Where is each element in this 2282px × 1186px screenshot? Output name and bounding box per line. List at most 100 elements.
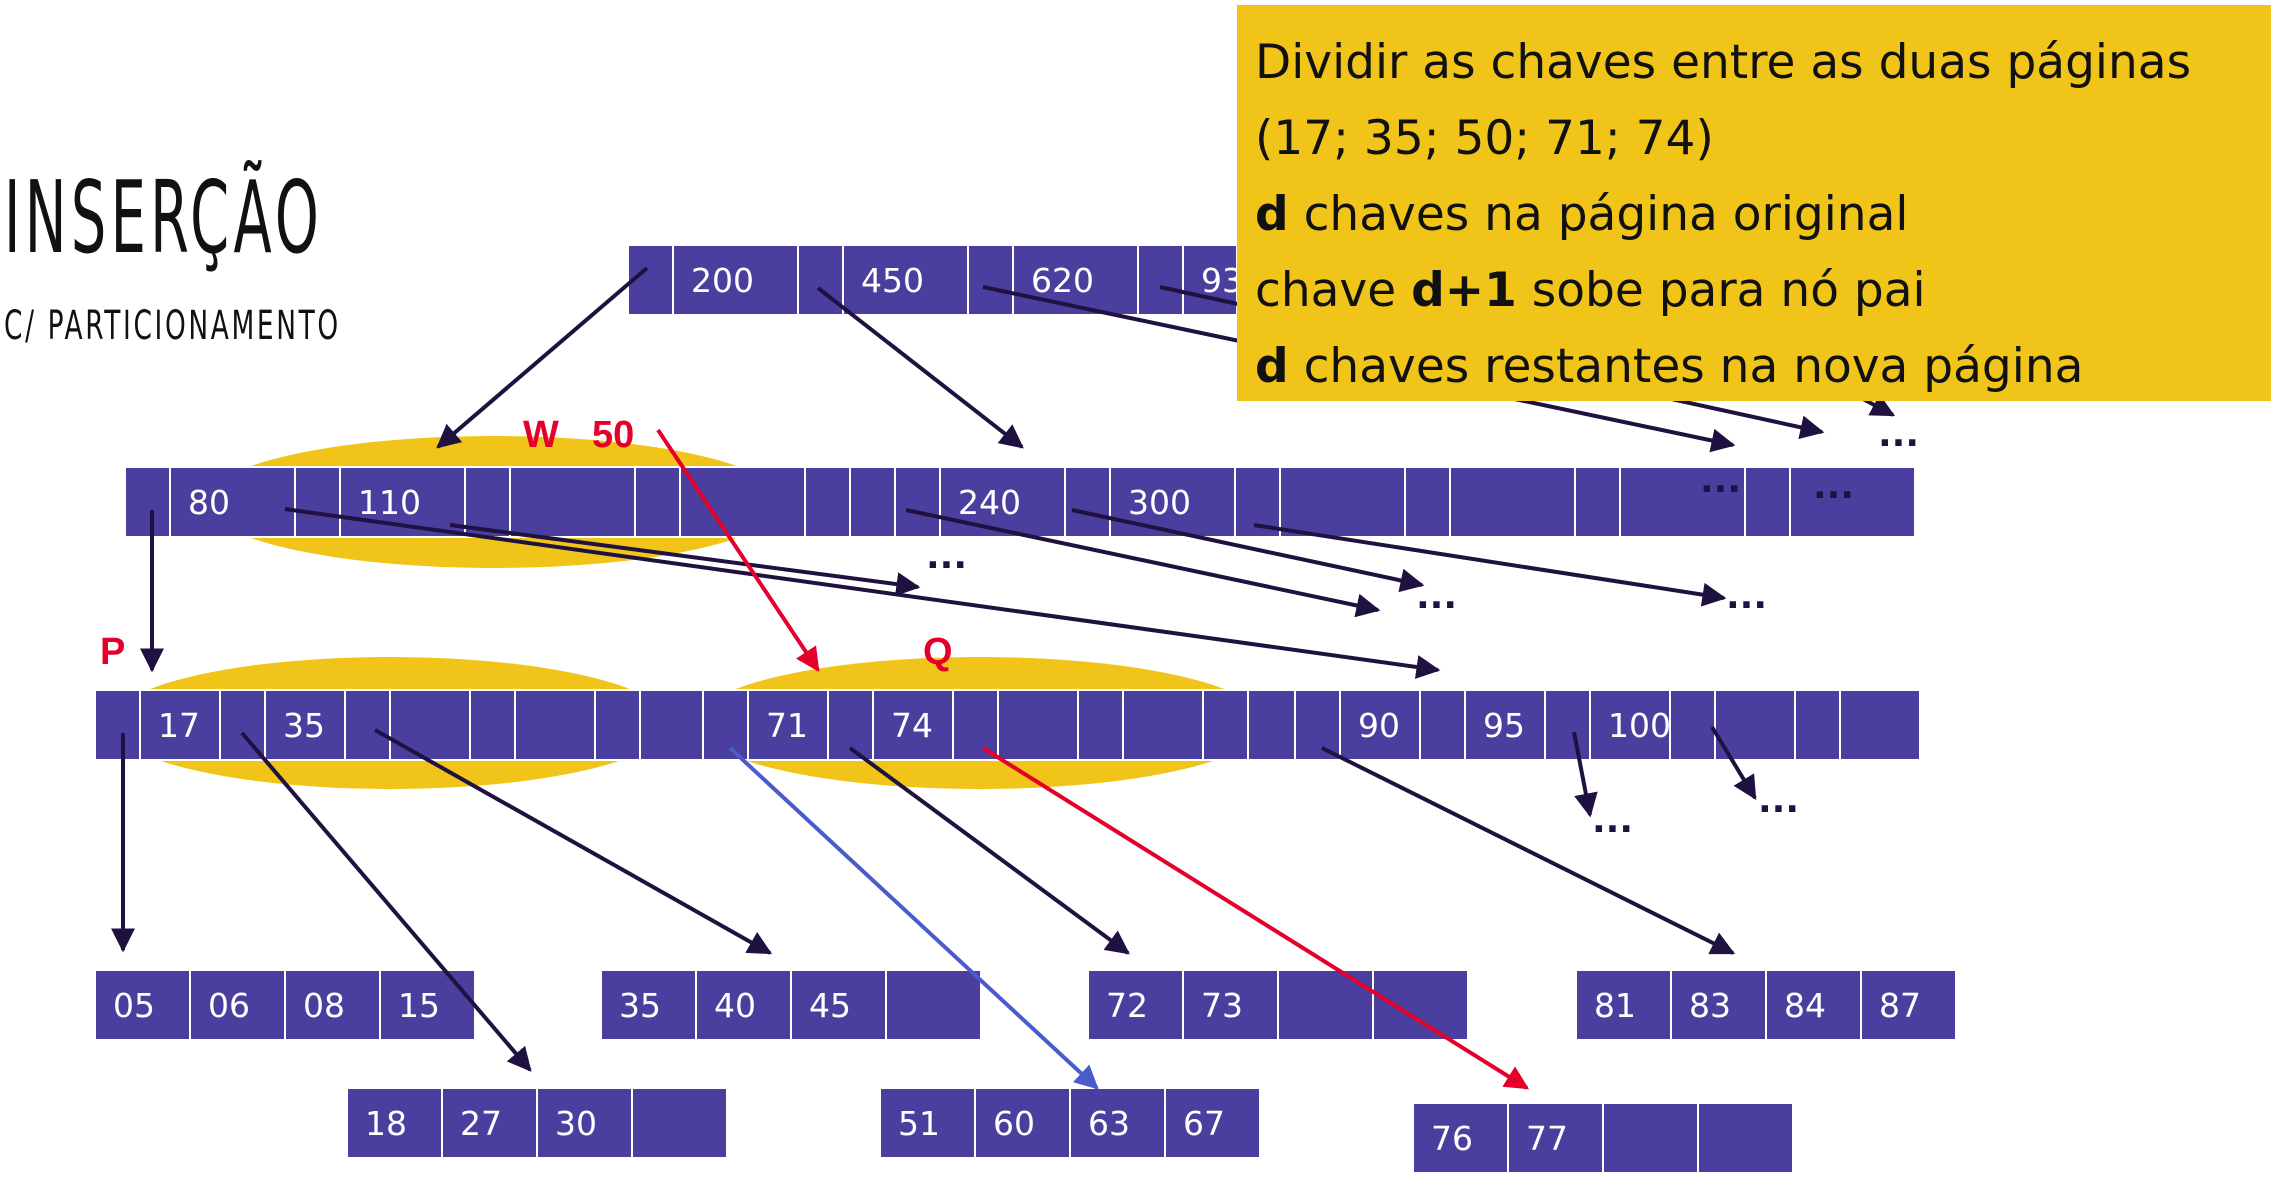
note-d-plus-1: d+1 [1411,263,1517,318]
arrow-root-to-w [436,266,649,449]
key-cell [264,689,346,761]
pointer-cell [967,244,1014,316]
key-label: 51 [898,1104,940,1143]
pointer-cell [1202,689,1249,761]
ellipsis-root-450: ... [1700,460,1741,501]
note-line-3: d chaves na página original [1255,177,2271,253]
pointer-cell [1137,244,1184,316]
key-label: 83 [1689,986,1731,1025]
key-label: 15 [398,986,440,1025]
key-cell [1589,689,1671,761]
key-cell [379,969,476,1041]
pointer-cell [894,466,941,538]
key-cell [1602,1102,1699,1174]
key-cell [872,689,954,761]
ellipsis-w-110: ... [926,536,967,577]
note-d-2: d [1255,339,1289,394]
pointer-cell [344,689,391,761]
key-cell [1697,1102,1794,1174]
key-cell [169,466,296,538]
key-cell [672,244,799,316]
pointer-cell [702,689,749,761]
key-cell [1069,1087,1166,1159]
note-line-4-prefix: chave [1255,263,1412,318]
pointer-cell [804,466,851,538]
ellipsis-300: ... [1726,576,1767,617]
key-cell [1372,969,1469,1041]
key-label: 17 [158,706,200,745]
key-label: 240 [958,483,1021,522]
key-label: 80 [188,483,230,522]
slide-title: INSERÇÃO [4,159,324,276]
key-cell [1122,689,1204,761]
key-cell [1789,466,1916,538]
pointer-cell [594,689,641,761]
arrow-w-80 [284,507,1441,679]
key-cell [389,689,471,761]
pointer-cell [1077,689,1124,761]
arrow-p-to-18 [240,731,532,1072]
key-label: 100 [1608,706,1671,745]
key-label: 95 [1483,706,1525,745]
ellipsis-root-930: ... [1878,414,1919,455]
key-cell [695,969,792,1041]
key-label: 72 [1106,986,1148,1025]
key-cell [1714,689,1796,761]
ellipsis-root-620: ... [1813,466,1854,507]
note-line-4: chave d+1 sobe para nó pai [1255,253,2271,329]
key-cell [1279,466,1406,538]
key-label: 67 [1183,1104,1225,1143]
ellipsis-100: ... [1758,780,1799,821]
arrow-q-to-76 [981,746,1530,1090]
arrow-insert-50 [656,428,820,672]
pointer-cell [1419,689,1466,761]
key-label: 45 [809,986,851,1025]
leaf-l72: 72 73 [1087,969,1469,1041]
pointer-cell [124,466,171,538]
ellipsis-95: ... [1592,800,1633,841]
key-cell [679,466,806,538]
key-cell [974,1087,1071,1159]
arrow-240-a [905,508,1381,618]
key-cell [939,466,1066,538]
key-label: 63 [1088,1104,1130,1143]
arrow-95 [1572,731,1598,818]
key-label: 71 [766,706,808,745]
key-cell [790,969,887,1041]
arrow-q-to-51 [728,746,1099,1090]
key-cell [1012,244,1139,316]
key-cell [1575,969,1672,1041]
key-cell [631,1087,728,1159]
label-w: W [523,414,559,456]
pointer-cell [1669,689,1716,761]
key-cell [509,466,636,538]
key-label: 84 [1784,986,1826,1025]
key-cell [514,689,596,761]
key-cell [1839,689,1921,761]
label-insert-key: 50 [592,414,634,456]
pointer-cell [634,466,681,538]
pointer-cell [469,689,516,761]
key-label: 74 [891,706,933,745]
label-q: Q [923,631,953,673]
pointer-cell [1294,689,1341,761]
key-label: 35 [619,986,661,1025]
key-cell [1464,689,1546,761]
arrow-q-to-72 [848,746,1130,955]
key-label: 73 [1201,986,1243,1025]
key-label: 450 [861,261,924,300]
key-label: 87 [1879,986,1921,1025]
pointer-cell [952,689,999,761]
explanation-box: Dividir as chaves entre as duas páginas … [1237,5,2271,401]
key-label: 620 [1031,261,1094,300]
note-line-2: (17; 35; 50; 71; 74) [1255,111,1714,166]
arrow-100 [1710,725,1757,801]
